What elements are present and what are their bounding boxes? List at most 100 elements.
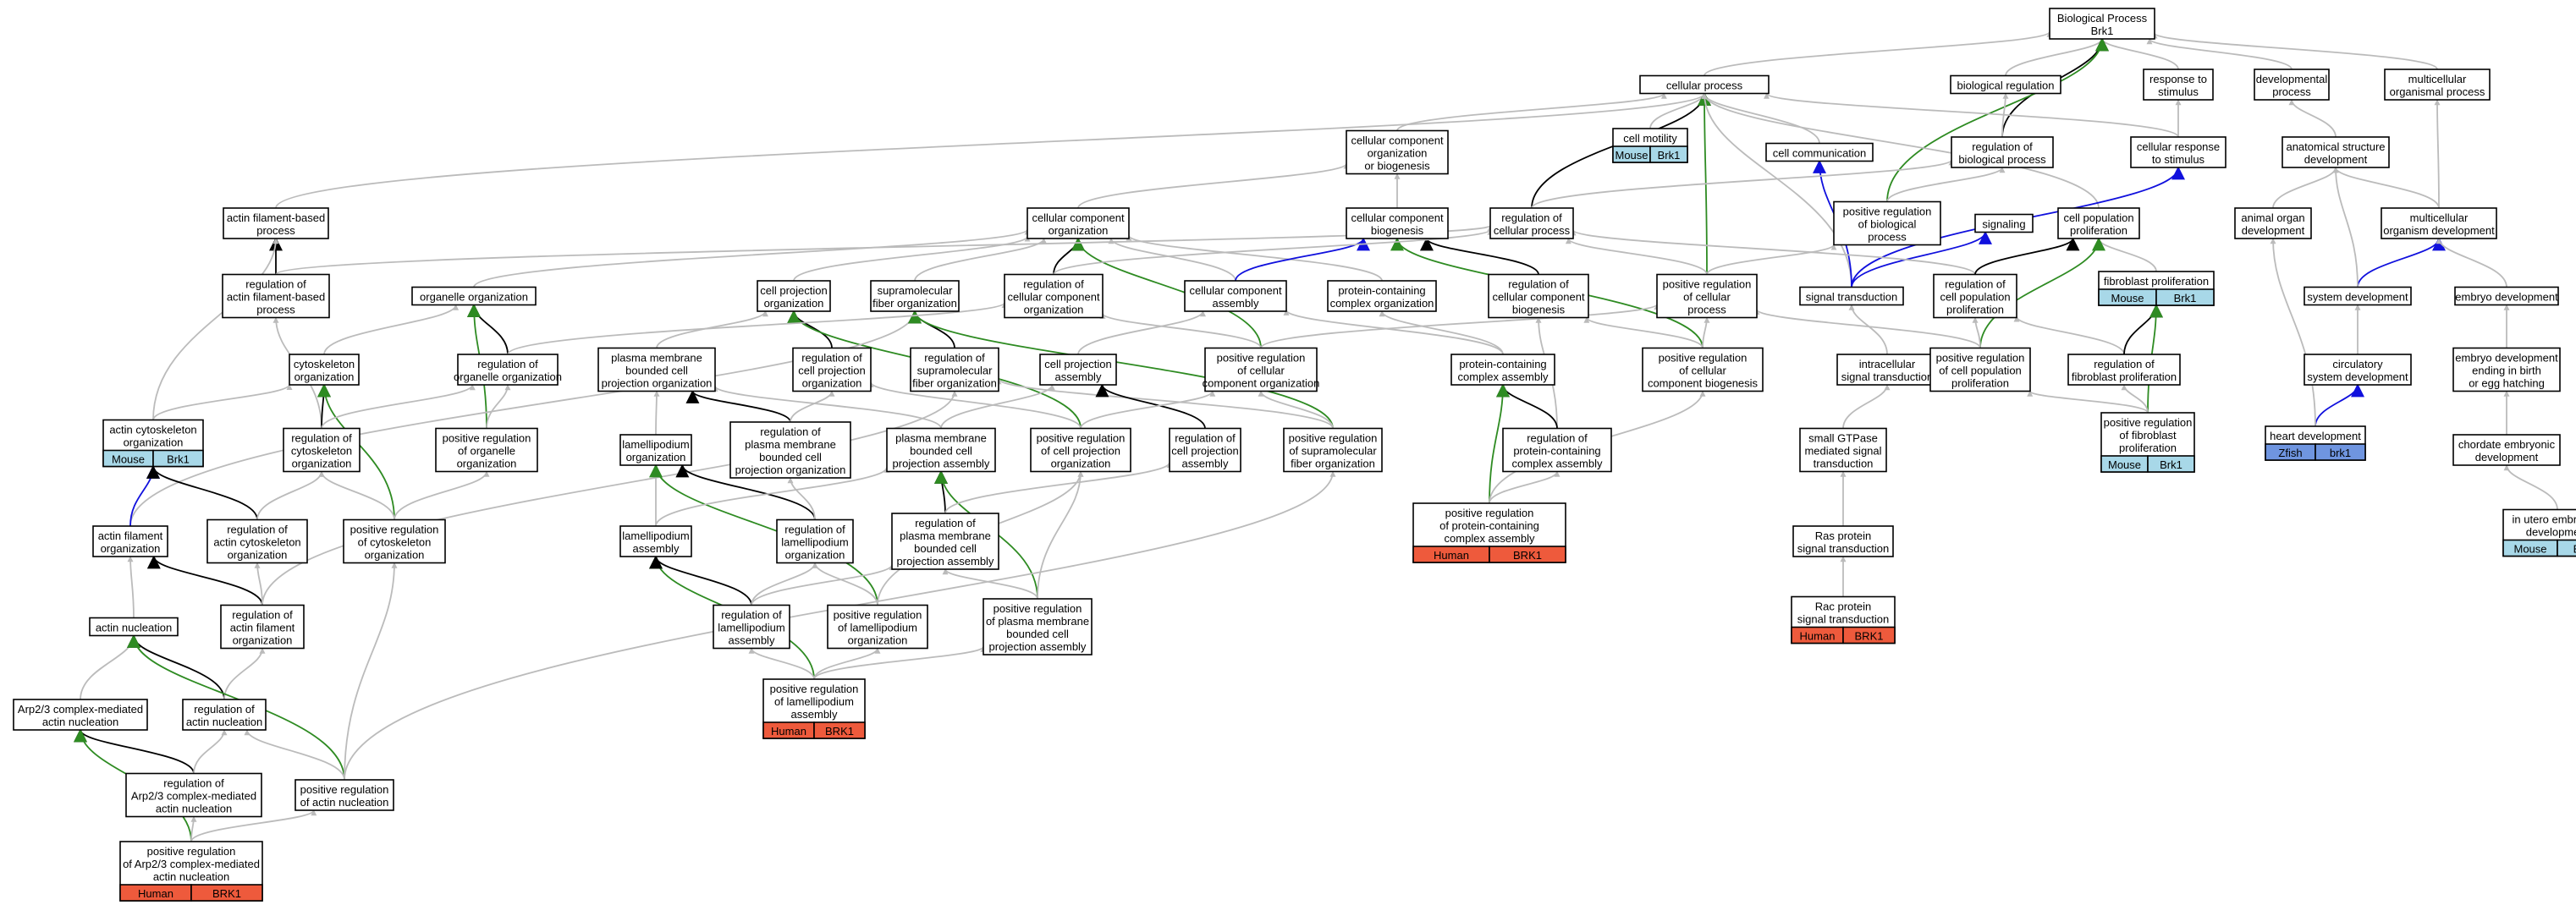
term-box: [792, 347, 872, 392]
term-box: [1656, 273, 1758, 319]
term-label: of cellular: [1237, 365, 1285, 377]
edge-gray: [318, 470, 395, 520]
term-label: protein-containing: [1338, 284, 1425, 297]
term-box: [757, 280, 831, 312]
go-term-cellular-process[interactable]: cellular process: [1639, 74, 1770, 95]
term-label: bounded cell: [759, 451, 822, 463]
term-label: regulation of: [915, 517, 976, 529]
go-term-organelle-organization[interactable]: organelle organization: [411, 286, 537, 306]
term-label: of organelle: [458, 445, 515, 458]
term-label: assembly: [729, 634, 775, 647]
term-label: regulation of: [924, 352, 985, 365]
go-term-embryo-development[interactable]: embryo development: [2454, 286, 2559, 306]
go-term-cell-communication[interactable]: cell communication: [1765, 142, 1874, 162]
term-box: [1283, 427, 1383, 473]
term-box: [206, 518, 308, 564]
species-label: Human: [771, 725, 806, 738]
go-term-biological-regulation[interactable]: biological regulation: [1950, 74, 2061, 95]
go-term-system-development[interactable]: system development: [2304, 286, 2412, 306]
go-term-in-utero-embryonic-development[interactable]: in utero embryonicdevelopmentMouseBrk1: [2502, 508, 2576, 557]
go-term-signaling[interactable]: signaling: [1974, 213, 2034, 233]
go-term-signal-transduction[interactable]: signal transduction: [1799, 286, 1904, 306]
go-term-actin-nucleation[interactable]: actin nucleation: [89, 617, 179, 637]
term-box: [2143, 69, 2214, 101]
edge-black: [127, 634, 225, 700]
